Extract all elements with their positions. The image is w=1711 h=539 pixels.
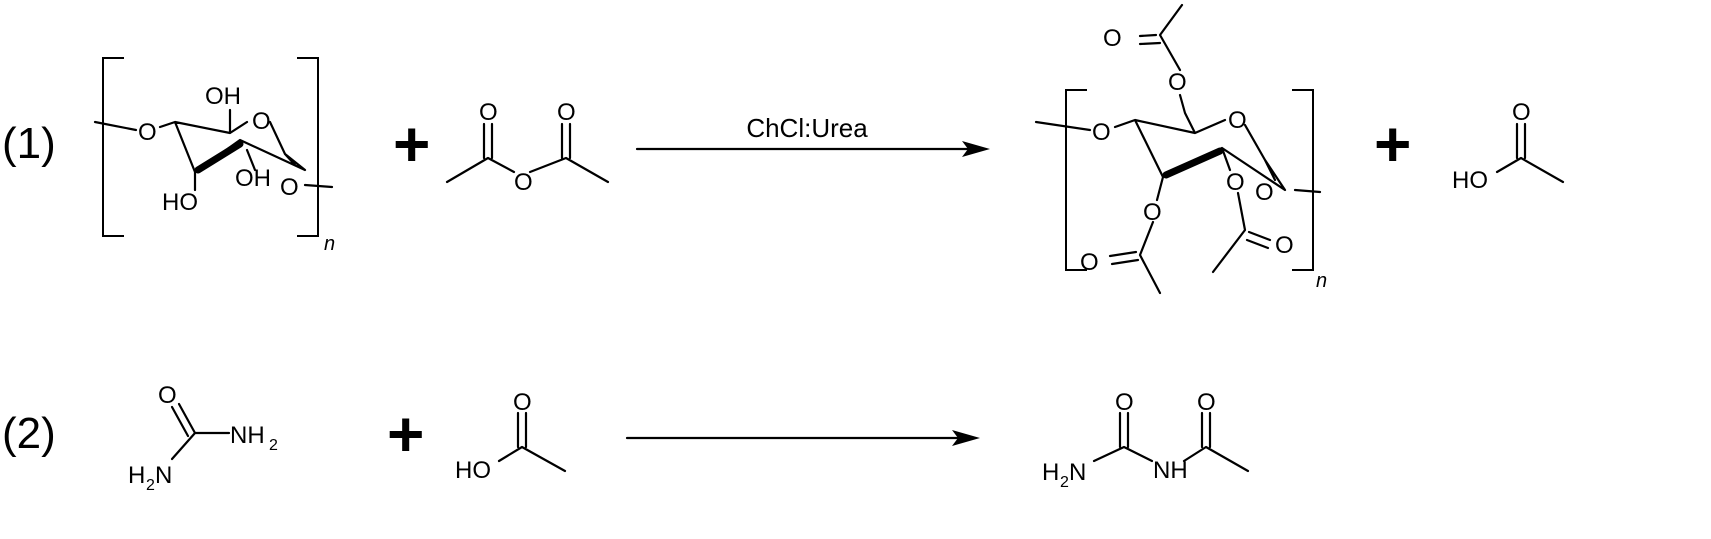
reaction-1: (1) n O OH O HO OH O + O O O ChCl:Ure	[2, 3, 1565, 295]
acetate-atom-o-top-carbonyl: O	[1103, 25, 1122, 52]
acetate-atom-o-glyco-right: O	[1255, 179, 1274, 206]
acetylurea-atom-n: N	[1069, 459, 1086, 486]
right-bracket	[297, 57, 319, 237]
urea-structure: O NH 2 H 2 N	[128, 382, 278, 494]
reaction-1-plus-2: +	[1374, 108, 1411, 180]
acetylurea-bonds	[1092, 411, 1250, 473]
anhydride-atom-o-left: O	[479, 99, 498, 126]
left-bracket	[1065, 89, 1087, 271]
urea-atom-nh-sub: 2	[269, 437, 278, 454]
reaction-1-number: (1)	[2, 119, 56, 168]
urea-atom-n: N	[155, 462, 172, 489]
right-bracket	[1292, 89, 1314, 271]
repeat-n-label: n	[324, 233, 335, 255]
anhydride-atom-o-right: O	[557, 99, 576, 126]
cellulose-atom-oh-top: OH	[205, 83, 241, 110]
acetylurea-atom-o-right: O	[1197, 389, 1216, 416]
acetate-atom-o-right-carbonyl: O	[1275, 232, 1294, 259]
acetate-bonds	[1034, 3, 1322, 295]
acetic-acid-2-atom-ho: HO	[455, 457, 491, 484]
anhydride-atom-o-bridge: O	[514, 169, 533, 196]
reaction-2: (2) O NH 2 H 2 N + O HO O O	[2, 382, 1250, 494]
acetic-acid-atom-ho: HO	[1452, 167, 1488, 194]
acetate-atom-o-right-ester: O	[1226, 169, 1245, 196]
acetic-acid-structure-2: O HO	[455, 389, 567, 484]
cellulose-bonds	[93, 108, 334, 192]
acetic-acid-2-atom-o: O	[513, 389, 532, 416]
cellulose-bold-bond	[194, 140, 244, 174]
acetate-atom-o-left-carbonyl: O	[1080, 249, 1099, 276]
cellulose-atom-o1: O	[138, 119, 157, 146]
acetate-bold-bond	[1162, 147, 1224, 179]
urea-atom-h: H	[128, 462, 145, 489]
acetylurea-atom-h-sub: 2	[1060, 474, 1069, 491]
urea-atom-nh: NH	[230, 422, 265, 449]
cellulose-atom-o-ring: O	[252, 108, 271, 135]
acetic-acid-bonds	[1495, 122, 1565, 184]
acetate-atom-o-left-ester: O	[1143, 199, 1162, 226]
cellulose-atom-o-glyco: O	[280, 174, 299, 201]
reaction-1-arrow: ChCl:Urea	[635, 113, 990, 157]
acetic-acid-atom-o: O	[1512, 99, 1531, 126]
reaction-2-plus-1: +	[387, 398, 424, 470]
acetylurea-structure: O O H 2 N NH	[1042, 389, 1250, 491]
acetic-acid-structure: O HO	[1452, 99, 1565, 194]
acetylurea-atom-o-left: O	[1115, 389, 1134, 416]
acetate-atom-o-glyco-left: O	[1092, 119, 1111, 146]
cellulose-atom-ho: HO	[162, 189, 198, 216]
acetic-anhydride-structure: O O O	[445, 99, 610, 196]
acetic-acid-2-bonds	[497, 411, 567, 473]
acetylurea-atom-nh: NH	[1153, 457, 1188, 484]
cellulose-acetate-structure: n O O O O O O O O O	[1034, 3, 1327, 295]
acetate-atom-o-ring: O	[1228, 107, 1247, 134]
reaction-2-number: (2)	[2, 409, 56, 458]
reaction-1-reagent: ChCl:Urea	[746, 113, 868, 143]
cellulose-atom-oh-mid: OH	[235, 165, 271, 192]
repeat-n-label: n	[1316, 270, 1327, 292]
cellulose-structure: n O OH O HO OH O	[93, 57, 335, 255]
urea-atom-h-sub: 2	[146, 477, 155, 494]
anhydride-bonds	[445, 122, 610, 184]
reaction-1-plus-1: +	[393, 108, 430, 180]
acetylurea-atom-h: H	[1042, 459, 1059, 486]
urea-bonds	[170, 402, 231, 461]
urea-atom-o: O	[158, 382, 177, 409]
left-bracket	[102, 57, 124, 237]
reaction-2-arrow	[625, 430, 980, 446]
acetate-atom-o-top-ester: O	[1168, 69, 1187, 96]
